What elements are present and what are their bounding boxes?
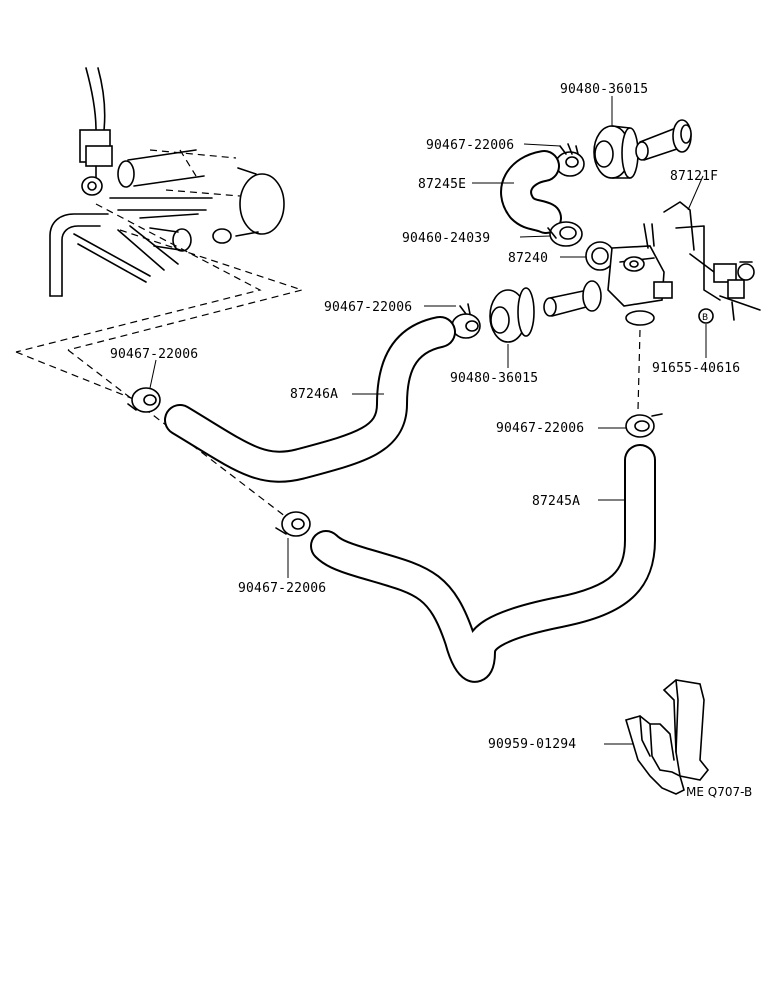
pipe-fitting-mid (543, 280, 602, 317)
clamp-90460 (547, 221, 583, 247)
label-90467-22006-left: 90467-22006 (110, 347, 198, 362)
clamp-top (555, 143, 585, 177)
label-91655-40616: 91655-40616 (652, 361, 740, 376)
grommet-mid (489, 287, 535, 343)
marker-b: B (698, 308, 714, 324)
diagram-code: ME Q707-B (686, 785, 752, 799)
label-87245a: 87245A (532, 494, 580, 509)
engine-assembly (49, 67, 285, 297)
hose-87245e (500, 150, 562, 234)
clamp-left (127, 387, 161, 413)
svg-text:B: B (702, 313, 708, 323)
clamp-right (625, 413, 663, 438)
hose-87245a (310, 444, 656, 683)
label-90460-24039: 90460-24039 (402, 231, 490, 246)
pipe-fitting-top (635, 119, 692, 161)
label-90480-36015-mid: 90480-36015 (450, 371, 538, 386)
label-90467-22006-bottom: 90467-22006 (238, 581, 326, 596)
label-87246a: 87246A (290, 387, 338, 402)
part-labels: 90480-36015 90467-22006 87245E 87121F 90… (110, 82, 752, 799)
label-87121f: 87121F (670, 169, 718, 184)
hose-87246a (164, 316, 456, 483)
label-87245e: 87245E (418, 177, 466, 192)
valve-87240 (585, 223, 673, 326)
reference-lines (15, 203, 641, 521)
clip-90959 (625, 679, 710, 795)
label-87240: 87240 (508, 251, 548, 266)
clamp-bottom (275, 511, 311, 537)
leader-lines (149, 96, 707, 745)
label-90467-22006-mid: 90467-22006 (324, 300, 412, 315)
label-90467-22006-top: 90467-22006 (426, 138, 514, 153)
bracket-87121f (663, 201, 761, 321)
label-90467-22006-right: 90467-22006 (496, 421, 584, 436)
label-90959-01294: 90959-01294 (488, 737, 576, 752)
label-90480-36015-top: 90480-36015 (560, 82, 648, 97)
clamp-mid (451, 303, 481, 339)
grommet-top (593, 125, 639, 179)
